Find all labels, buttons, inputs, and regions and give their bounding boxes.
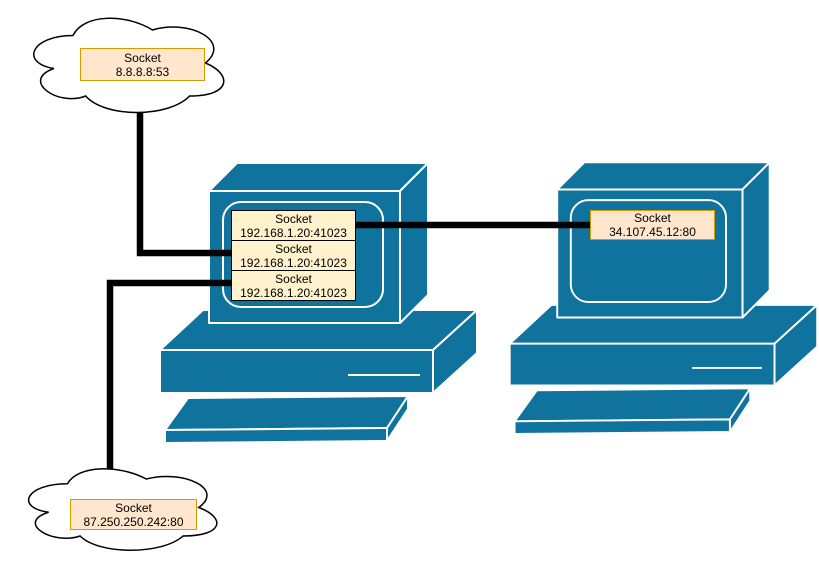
cloud-web-socket-node: Socket 87.250.250.242:80 [70,499,197,530]
socket-address: 87.250.250.242:80 [83,514,184,529]
edge-web-cloud-to-local [106,279,233,470]
cloud-dns-socket-node: Socket 8.8.8.8:53 [80,48,205,81]
connector-lines [106,96,591,470]
computer-icon-local [159,162,478,444]
remote-socket-node: Socket 34.107.45.12:80 [590,210,715,240]
socket-address: 192.168.1.20:41023 [240,285,347,300]
socket-title: Socket [124,50,161,65]
socket-address: 8.8.8.8:53 [115,64,170,79]
socket-title: Socket [275,241,312,256]
socket-title: Socket [275,271,312,286]
socket-title: Socket [634,211,671,225]
socket-title: Socket [275,211,312,226]
socket-address: 34.107.45.12:80 [609,225,696,239]
socket-title: Socket [115,500,152,515]
edge-dns-cloud-to-local [136,96,233,257]
local-socket-node-1: Socket 192.168.1.20:41023 [231,210,356,241]
computer-icon-remote [508,161,819,435]
local-socket-node-2: Socket 192.168.1.20:41023 [231,240,356,271]
socket-address: 192.168.1.20:41023 [240,255,347,270]
socket-address: 192.168.1.20:41023 [240,225,347,240]
local-socket-node-3: Socket 192.168.1.20:41023 [231,270,356,301]
